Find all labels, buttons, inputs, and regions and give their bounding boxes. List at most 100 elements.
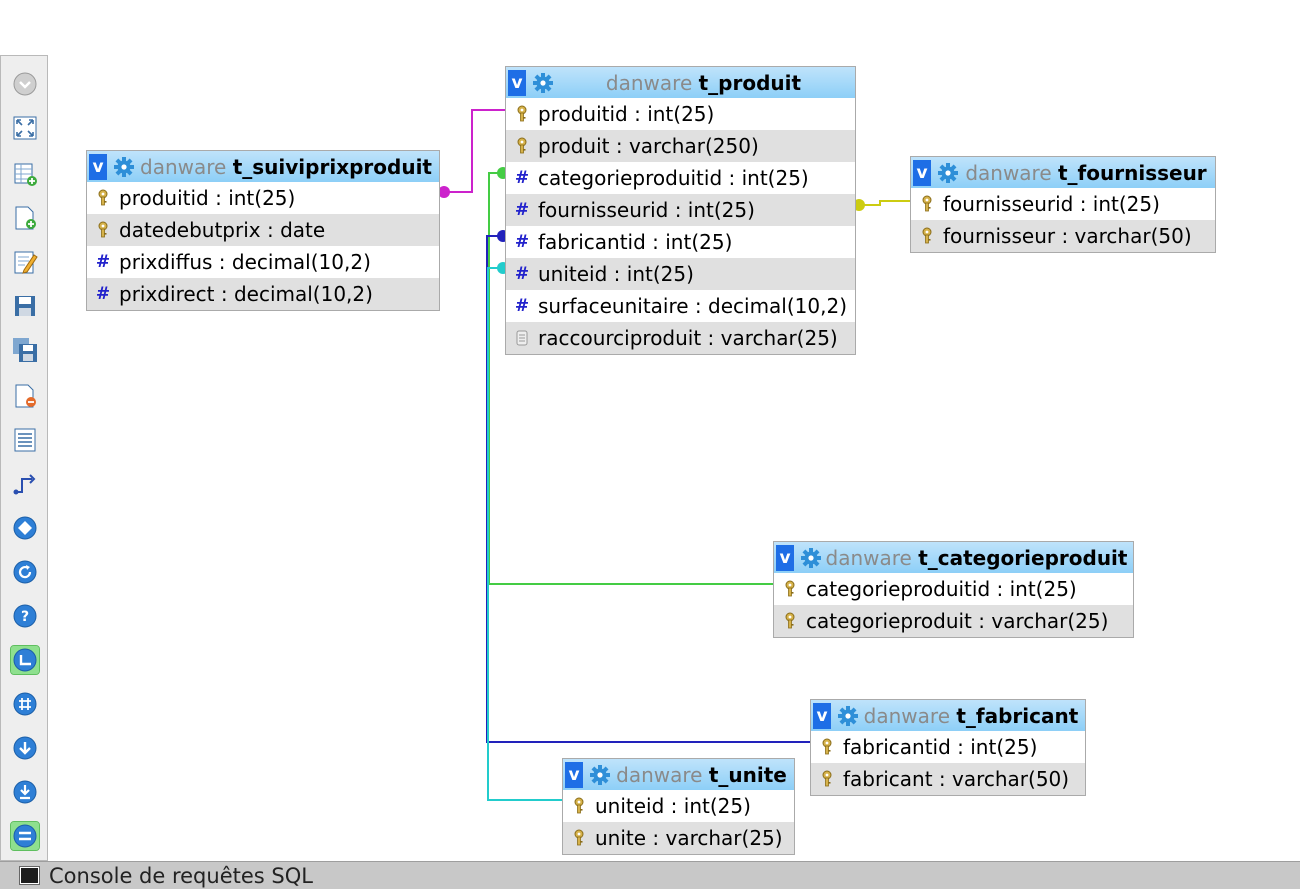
save-as-button[interactable] — [11, 336, 39, 364]
table-t-suiviprixproduit[interactable]: v danware t_suiviprixproduit produitid : i… — [86, 150, 440, 311]
table-title: danware t_suiviprixproduit — [135, 155, 439, 179]
column-row[interactable]: #categorieproduitid : int(25) — [506, 162, 855, 194]
gear-icon[interactable] — [937, 162, 959, 184]
add-tables-icon — [14, 163, 37, 186]
column-row[interactable]: # uniteid : int(25) — [506, 258, 855, 290]
relation-lines-button[interactable] — [11, 470, 39, 498]
relation-suiviprix-produit[interactable] — [440, 109, 506, 193]
column-label: surfaceunitaire : decimal(10,2) — [538, 294, 848, 318]
column-row[interactable]: #fournisseurid : int(25) — [506, 194, 855, 226]
toggle-menu-button[interactable] — [11, 70, 39, 98]
numeric-icon: # — [514, 264, 530, 284]
side-menu-icon — [13, 824, 37, 848]
table-t-fabricant[interactable]: v danware t_fabricant fabricantid : int(25… — [810, 699, 1086, 796]
column-label: produitid : int(25) — [119, 186, 296, 210]
gear-icon[interactable] — [837, 705, 859, 727]
table-header[interactable]: v danware t_unite — [563, 759, 794, 790]
grid-button[interactable] — [11, 690, 39, 718]
gear-icon[interactable] — [589, 764, 611, 786]
column-type-indicator: # — [95, 284, 111, 304]
column-label: datedebutprix : date — [119, 218, 326, 242]
column-row[interactable]: produit : varchar(250) — [506, 130, 855, 162]
column-label: uniteid : int(25) — [538, 262, 694, 286]
column-type-indicator — [95, 221, 111, 239]
key-icon — [785, 612, 795, 629]
table-name: t_suiviprixproduit — [232, 154, 432, 179]
column-row[interactable]: produitid : int(25) — [506, 98, 855, 130]
toggle-table-button[interactable]: v — [813, 702, 831, 729]
column-row[interactable]: uniteid : int(25) — [563, 790, 794, 822]
column-label: fabricantid : int(25) — [538, 230, 733, 254]
new-page-button[interactable] — [11, 204, 39, 232]
toggle-table-button[interactable]: v — [89, 153, 107, 180]
toggle-all-button[interactable] — [11, 734, 39, 762]
relation-produit-fournisseur[interactable] — [856, 200, 910, 206]
fullscreen-button[interactable] — [11, 114, 39, 142]
column-list-button[interactable] — [11, 426, 39, 454]
column-row[interactable]: categorieproduitid : int(25) — [774, 573, 1133, 605]
key-icon — [517, 105, 527, 122]
edit-page-button[interactable] — [11, 248, 39, 276]
column-row[interactable]: fournisseur : varchar(50) — [911, 220, 1215, 252]
database-name: danware — [863, 703, 950, 728]
table-header[interactable]: v danware t_fabricant — [811, 700, 1085, 731]
angular-links-button[interactable] — [10, 645, 40, 675]
key-icon — [822, 770, 832, 787]
column-row[interactable]: fabricant : varchar(50) — [811, 763, 1085, 795]
key-icon — [922, 195, 932, 212]
column-row[interactable]: fabricantid : int(25) — [811, 731, 1085, 763]
column-row[interactable]: produitid : int(25) — [87, 182, 439, 214]
column-label: categorieproduitid : int(25) — [538, 166, 809, 190]
relation-lines-icon — [13, 474, 36, 495]
column-type-indicator — [919, 195, 935, 213]
column-list-icon — [14, 428, 36, 452]
column-row[interactable]: unite : varchar(25) — [563, 822, 794, 854]
reload-button[interactable] — [11, 558, 39, 586]
column-row[interactable]: #fabricantid : int(25) — [506, 226, 855, 258]
column-type-indicator — [782, 580, 798, 598]
column-type-indicator — [571, 829, 587, 847]
table-name: t_fabricant — [956, 703, 1079, 728]
export-button[interactable] — [11, 778, 39, 806]
key-icon — [98, 221, 108, 238]
numeric-icon: # — [514, 200, 530, 220]
column-row[interactable]: fournisseurid : int(25) — [911, 188, 1215, 220]
column-row[interactable]: #prixdirect : decimal(10,2) — [87, 278, 439, 310]
key-icon — [574, 829, 584, 846]
save-icon — [15, 296, 35, 316]
column-row[interactable]: # surfaceunitaire : decimal(10,2) — [506, 290, 855, 322]
table-title: danware t_fabricant — [859, 704, 1085, 728]
database-name: danware — [616, 762, 703, 787]
toggle-table-button[interactable]: v — [913, 159, 931, 186]
toggle-table-button[interactable]: v — [508, 69, 526, 96]
add-tables-button[interactable] — [11, 160, 39, 188]
column-type-indicator: # — [514, 296, 530, 316]
column-row[interactable]: datedebutprix : date — [87, 214, 439, 246]
toggle-table-button[interactable]: v — [776, 544, 794, 571]
help-button[interactable]: ? — [11, 602, 39, 630]
key-icon — [785, 580, 795, 597]
gear-icon[interactable] — [113, 156, 135, 178]
snap-grid-button[interactable] — [11, 514, 39, 542]
column-row[interactable]: categorieproduit : varchar(25) — [774, 605, 1133, 637]
delete-page-button[interactable] — [11, 382, 39, 410]
toggle-table-button[interactable]: v — [565, 761, 583, 788]
gear-icon[interactable] — [800, 547, 822, 569]
table-title: danware t_unite — [611, 763, 794, 787]
sql-console-bar[interactable]: Console de requêtes SQL — [0, 861, 1300, 889]
console-label: Console de requêtes SQL — [49, 863, 313, 888]
numeric-icon: # — [95, 252, 111, 272]
table-header[interactable]: v danware t_suiviprixproduit — [87, 151, 439, 182]
column-row[interactable]: raccourciproduit : varchar(25) — [506, 322, 855, 354]
column-row[interactable]: #prixdiffus : decimal(10,2) — [87, 246, 439, 278]
side-menu-button[interactable] — [10, 821, 40, 851]
save-button[interactable] — [11, 292, 39, 320]
gear-icon[interactable] — [532, 72, 554, 94]
